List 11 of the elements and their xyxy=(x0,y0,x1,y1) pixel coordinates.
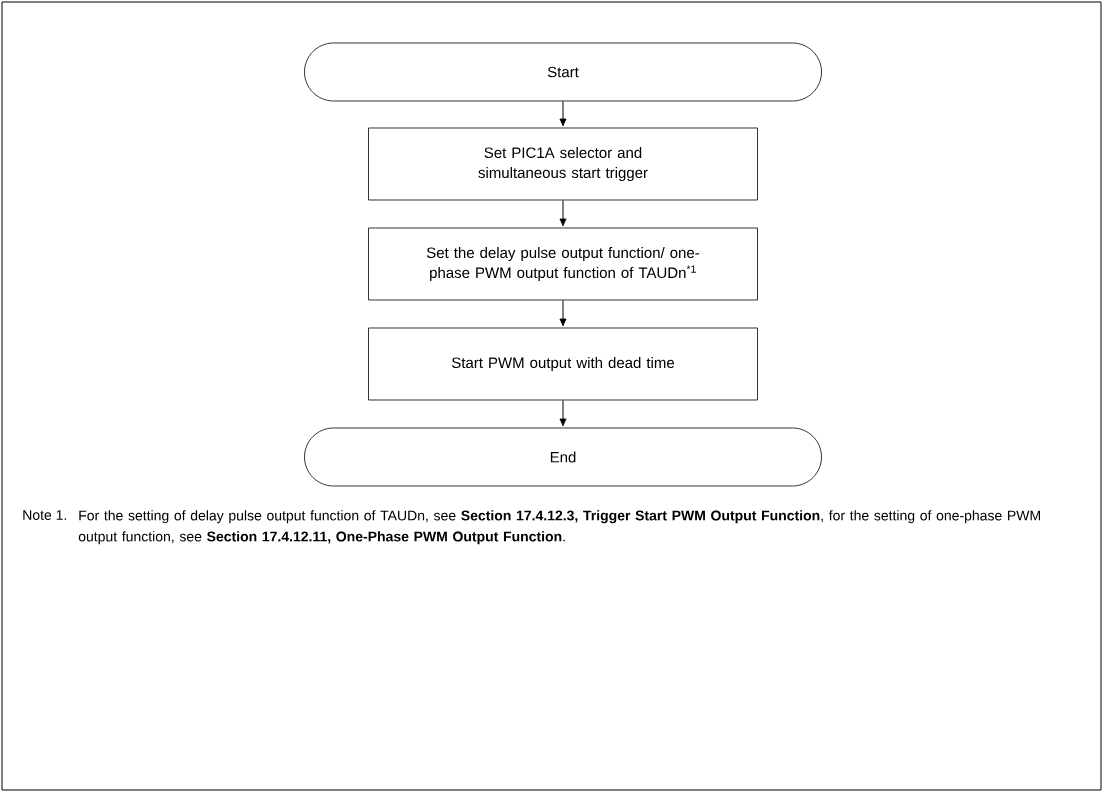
note-label: Note 1. xyxy=(23,510,67,520)
note-text: For the setting of delay pulse output function of TAUDn, see Section 17.4.12.3, Trigger Start PWM Output Function, for the setting of one-phase PWM output function, see Section 17.4.12.11, One-Phase PWM Output Function. xyxy=(78,510,1040,545)
arrow xyxy=(559,199,567,227)
process-box: Start PWM output with dead time xyxy=(368,327,758,401)
process-box: Set the delay pulse output function/ one-phase PWM output function of TAUDn$^{*1}$ xyxy=(368,227,758,301)
arrow xyxy=(559,399,567,427)
arrow xyxy=(559,100,567,127)
terminal: Start xyxy=(304,42,822,102)
terminal: End xyxy=(304,427,822,487)
arrow xyxy=(559,299,567,327)
process-box: Set PIC1A selector and simultaneous start trigger xyxy=(368,127,758,201)
